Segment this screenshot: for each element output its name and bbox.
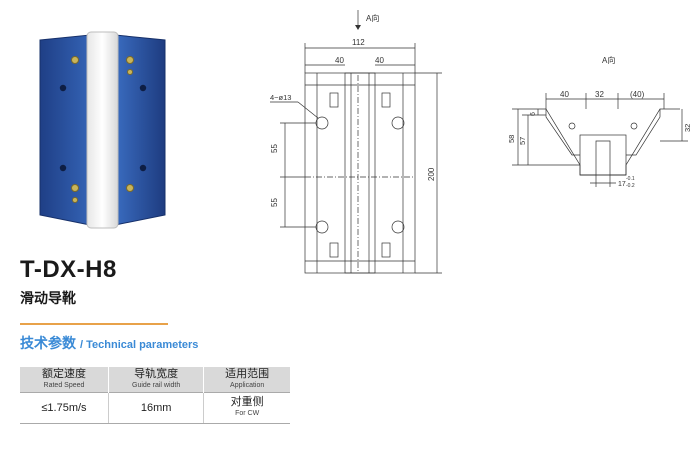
dim-left-40: 40 bbox=[335, 56, 344, 65]
cell-application-cn: 对重侧 bbox=[230, 396, 264, 408]
dim-side-58: 58 bbox=[507, 135, 516, 143]
product-photo bbox=[39, 31, 166, 229]
header-application: 适用范围 Application bbox=[203, 367, 290, 393]
product-name: 滑动导靴 bbox=[20, 290, 76, 306]
dim-height: 200 bbox=[427, 167, 436, 181]
dim-side-40: 40 bbox=[560, 90, 569, 99]
cell-application-en: For CW bbox=[235, 410, 260, 417]
view-arrow-label: A向 bbox=[366, 13, 379, 23]
side-view-label: A向 bbox=[602, 55, 615, 65]
dim-right-40: 40 bbox=[375, 56, 384, 65]
dim-55-top: 55 bbox=[270, 144, 279, 153]
dim-side-57: 57 bbox=[518, 137, 527, 145]
model-title: T-DX-H8 bbox=[20, 256, 117, 283]
spec-table: 额定速度 Rated Speed 导轨宽度 Guide rail width 适… bbox=[20, 367, 290, 424]
cell-speed: ≤1.75m/s bbox=[20, 392, 109, 424]
dim-hole: 4−ø13 bbox=[270, 93, 291, 102]
dim-55-bottom: 55 bbox=[270, 198, 279, 207]
table-header-row: 额定速度 Rated Speed 导轨宽度 Guide rail width 适… bbox=[20, 367, 290, 393]
header-rated-speed: 额定速度 Rated Speed bbox=[20, 367, 109, 393]
dim-side-32: 32 bbox=[595, 90, 604, 99]
parameters-heading-cn: 技术参数 bbox=[20, 335, 76, 351]
cell-rail-width: 16mm bbox=[108, 392, 205, 424]
table-row: ≤1.75m/s 16mm 对重侧 For CW bbox=[20, 392, 290, 424]
side-view: A向 40 32 (40) 58 57 6 32 17 - bbox=[507, 55, 692, 189]
header-guide-rail-width: 导轨宽度 Guide rail width bbox=[108, 367, 205, 393]
dim-total-width: 112 bbox=[352, 38, 365, 47]
front-view: 112 40 40 4−ø13 55 5 bbox=[270, 38, 442, 274]
dim-side-32-right: 32 bbox=[683, 124, 692, 132]
dim-side-17-lower: -0.2 bbox=[626, 183, 635, 189]
dim-side-40-paren: (40) bbox=[630, 90, 645, 99]
cell-application: 对重侧 For CW bbox=[203, 392, 290, 424]
parameters-heading: 技术参数 / Technical parameters bbox=[20, 333, 198, 353]
technical-drawing: A向 112 40 40 4−ø13 bbox=[270, 10, 692, 274]
dim-side-6: 6 bbox=[530, 112, 537, 116]
dim-side-17-upper: -0.1 bbox=[626, 176, 635, 182]
dim-side-17: 17 bbox=[618, 181, 626, 188]
view-arrow: A向 bbox=[355, 10, 379, 30]
parameters-heading-en: / Technical parameters bbox=[80, 339, 199, 351]
divider bbox=[20, 323, 168, 325]
